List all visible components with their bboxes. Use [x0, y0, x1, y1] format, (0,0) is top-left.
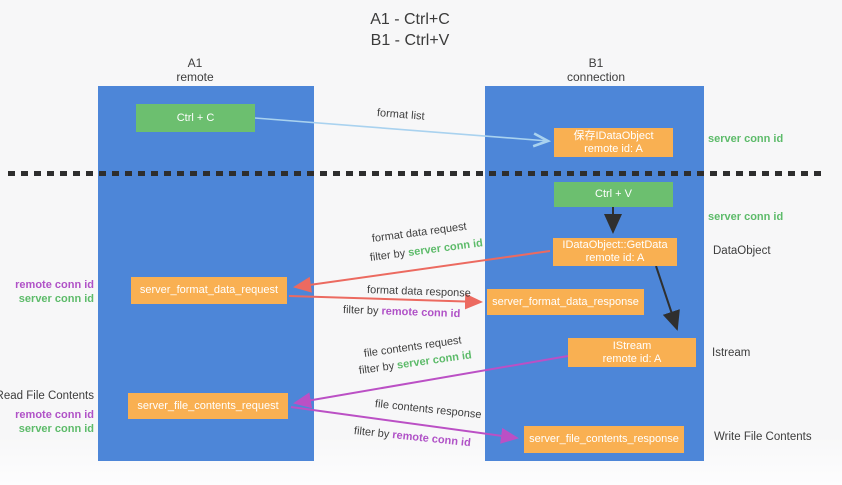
file-contents-request-arrow — [293, 355, 569, 409]
annotation-server-conn-id-mid: server conn id — [708, 211, 784, 223]
title-line-a1: A1 - Ctrl+C — [370, 11, 450, 28]
file-contents-response-arrow — [290, 406, 519, 444]
format-response-label: server_format_data_response — [492, 295, 639, 308]
annotation-read-file-contents: Read File Contents — [0, 390, 94, 402]
format-list-arrow — [254, 117, 552, 148]
node-ctrl-c: Ctrl + C — [136, 104, 255, 132]
node-ctrl-v: Ctrl + V — [554, 182, 673, 207]
filter-by-text: filter by — [342, 304, 382, 318]
istream-line2: remote id: A — [602, 352, 662, 365]
node-server-format-data-request: server_format_data_request — [131, 277, 287, 304]
node-server-file-contents-request: server_file_contents_request — [128, 393, 288, 419]
ctrl-c-label: Ctrl + C — [176, 111, 215, 124]
getdata-line2: remote id: A — [585, 252, 645, 264]
format-data-request-arrow — [293, 250, 551, 293]
lane-header-b1: B1 connection — [567, 56, 625, 84]
save-idataobject-line2: remote id: A — [584, 142, 643, 155]
annotation-remote-conn-id-top: remote conn id — [15, 279, 94, 291]
session-separator-dotted-line — [8, 171, 826, 176]
lane-a1-role: remote — [176, 70, 214, 84]
diagram-title: A1 - Ctrl+C B1 - Ctrl+V — [370, 9, 450, 51]
lane-a1-id: A1 — [187, 56, 203, 70]
ctrl-v-label: Ctrl + V — [595, 188, 632, 200]
lane-b1-id: B1 — [588, 56, 604, 70]
title-line-b1: B1 - Ctrl+V — [370, 32, 450, 49]
node-server-format-data-response: server_format_data_response — [487, 289, 644, 315]
file-request-label: server_file_contents_request — [137, 399, 279, 412]
annotation-istream: Istream — [712, 347, 751, 359]
format-data-response-arrow — [288, 293, 483, 310]
istream-line1: IStream — [612, 339, 652, 352]
node-server-file-contents-response: server_file_contents_response — [524, 426, 684, 453]
annotation-remote-conn-id-bottom: remote conn id — [15, 409, 94, 421]
lane-header-a1: A1 remote — [176, 56, 213, 84]
format-request-label: server_format_data_request — [139, 284, 279, 296]
annotation-server-conn-id-top: server conn id — [708, 133, 784, 145]
lane-b1-role: connection — [566, 70, 626, 84]
node-idataobject-getdata: IDataObject::GetData remote id: A — [553, 238, 677, 266]
save-idataobject-line1: 保存IDataObject — [573, 129, 654, 142]
annotation-server-conn-id-left-top: server conn id — [18, 293, 94, 305]
getdata-to-istream-arrow — [655, 265, 680, 331]
file-response-label: server_file_contents_response — [529, 433, 679, 445]
node-istream: IStream remote id: A — [568, 338, 696, 367]
annotation-dataobject: DataObject — [713, 245, 771, 257]
annotation-server-conn-id-left-bottom: server conn id — [18, 423, 94, 435]
node-save-idataobject: 保存IDataObject remote id: A — [554, 128, 673, 157]
annotation-write-file-contents: Write File Contents — [714, 431, 812, 443]
getdata-line1: IDataObject::GetData — [562, 239, 668, 251]
